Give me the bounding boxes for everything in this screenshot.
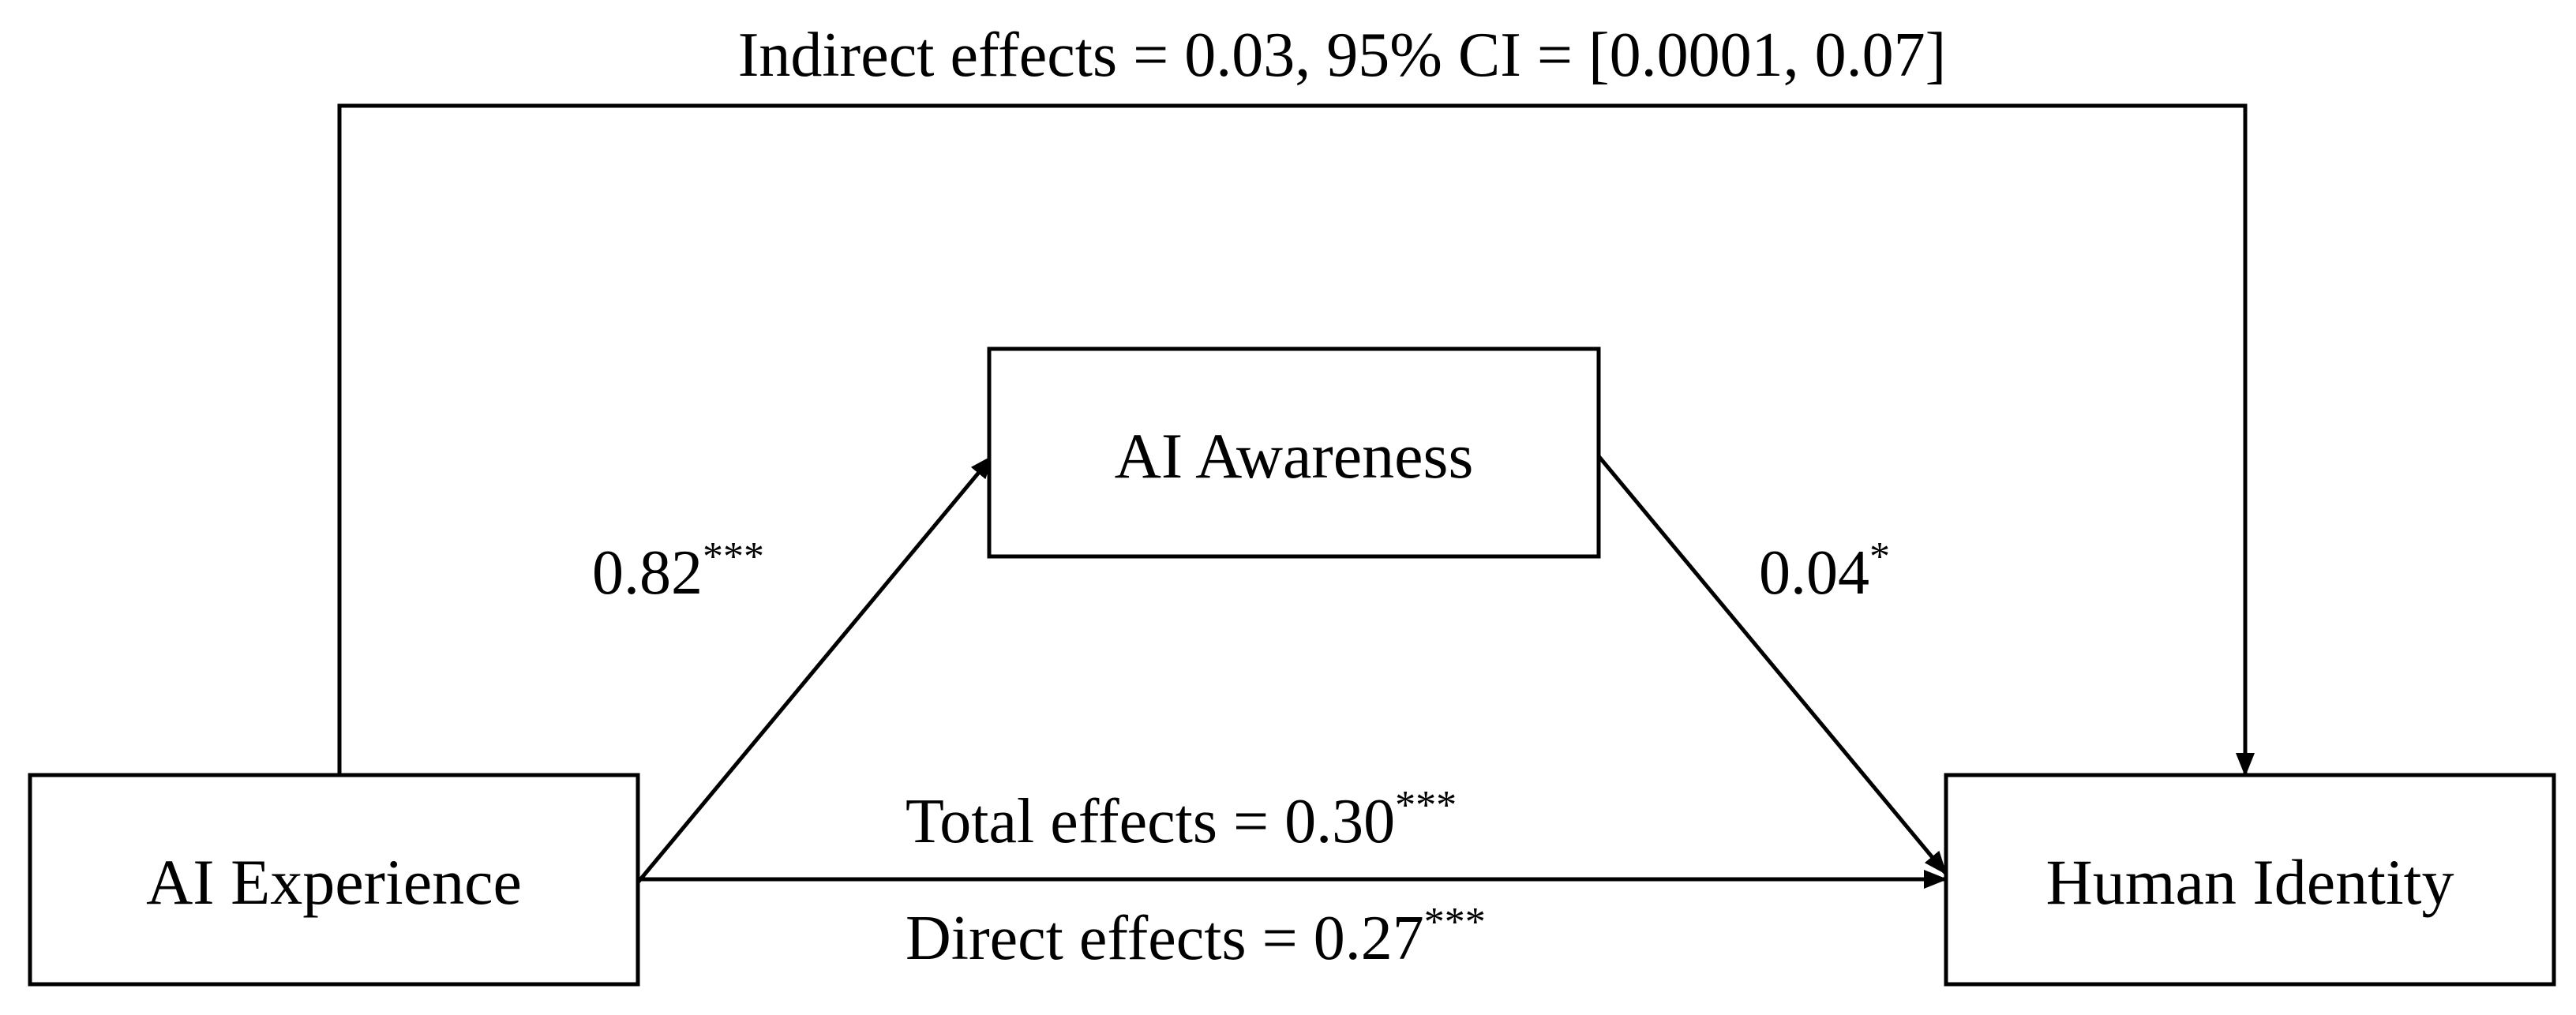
b-path-coefficient: 0.04* [1759, 534, 1890, 608]
outcome-box: Human Identity [1944, 773, 2556, 987]
a-path-coefficient: 0.82*** [592, 534, 764, 608]
indirect-path-line [337, 103, 2255, 777]
direct-effects-label: Direct effects = 0.27*** [906, 900, 1486, 973]
outcome-label: Human Identity [2046, 846, 2454, 918]
b-path-arrow [1597, 455, 1948, 875]
predictor-box: AI Experience [28, 773, 640, 987]
a-path-arrow [636, 455, 994, 884]
mediator-box: AI Awareness [987, 346, 1601, 559]
predictor-label: AI Experience [146, 846, 522, 918]
total-effects-label: Total effects = 0.30*** [906, 783, 1457, 856]
indirect-effects-label: Indirect effects = 0.03, 95% CI = [0.000… [738, 21, 1947, 90]
mediator-label: AI Awareness [1115, 420, 1474, 492]
